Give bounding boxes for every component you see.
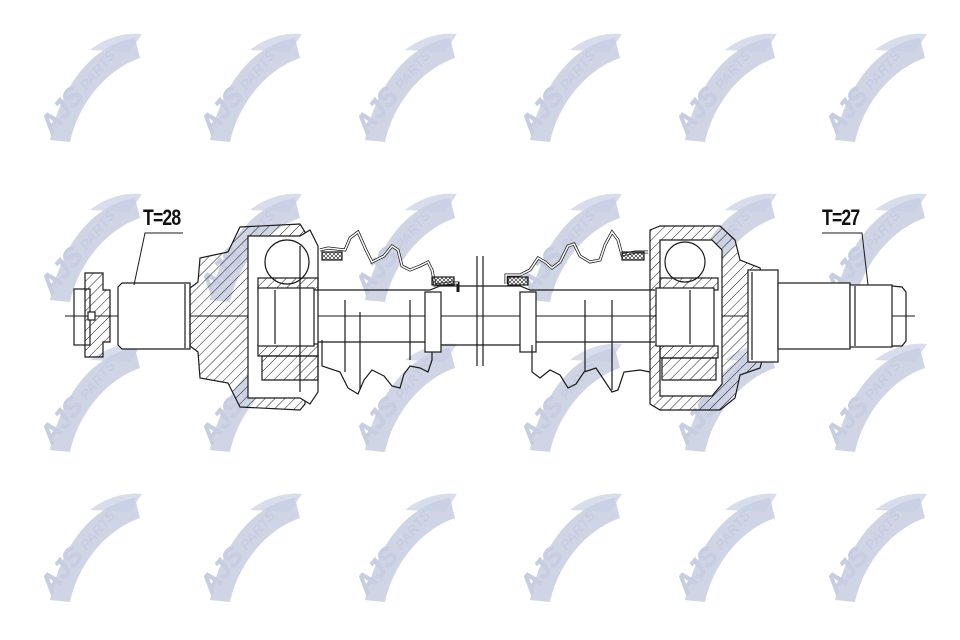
left-nut <box>73 272 111 358</box>
right-spline-teeth-label: T=27 <box>822 205 860 230</box>
left-spline <box>117 282 191 350</box>
left-spline-teeth-label: T=28 <box>143 205 181 230</box>
